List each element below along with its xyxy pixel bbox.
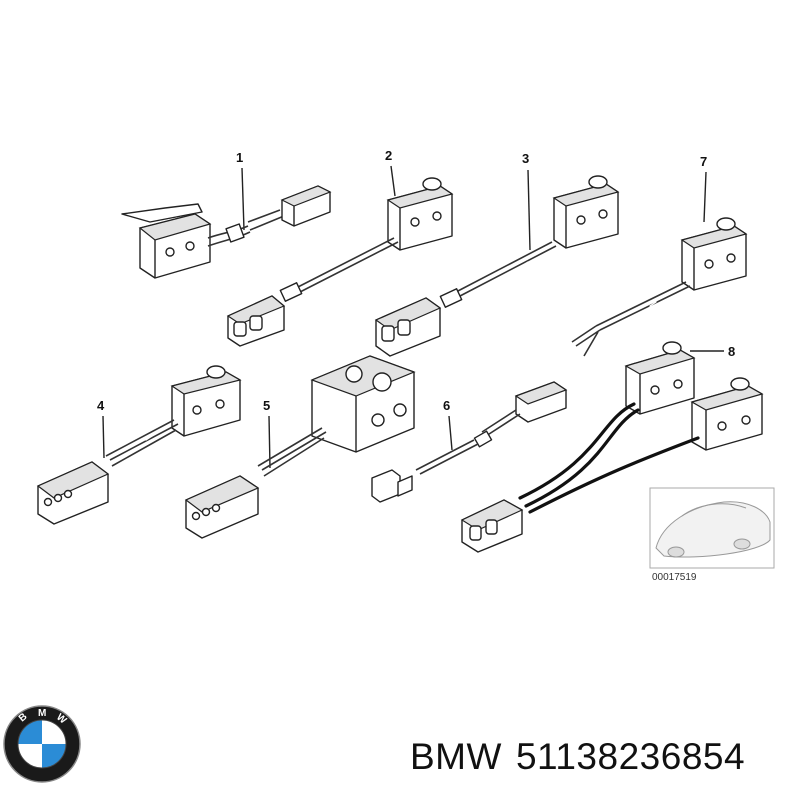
part-8-dual-switch-harness: 8 [460, 341, 764, 553]
part-number: 51138236854 [515, 736, 746, 777]
part-4-switch-assembly: 4 [36, 365, 242, 525]
callout-6: 6 [443, 398, 450, 413]
part-3-switch-assembly: 3 [374, 151, 620, 357]
callout-8: 8 [728, 344, 735, 359]
thumbnail-code: 00017519 [652, 572, 697, 583]
part-7-switch-assembly: 7 [571, 154, 748, 357]
logo-letter-m: M [38, 708, 46, 719]
callout-1: 1 [236, 150, 243, 165]
part-6-sensor-assembly: 6 [371, 381, 568, 503]
bmw-logo: B M W [3, 705, 81, 783]
callout-3: 3 [522, 151, 529, 166]
brand-part-number: BMW 51138236854 [410, 736, 759, 778]
part-5-switch-assembly: 5 [184, 355, 416, 539]
callout-2: 2 [385, 148, 392, 163]
callout-4: 4 [97, 398, 105, 413]
brand-name: BMW [410, 736, 502, 777]
vehicle-thumbnail: 00017519 [649, 487, 775, 583]
callout-5: 5 [263, 398, 270, 413]
part-1-switch-assembly: 1 [121, 150, 332, 279]
part-2-switch-assembly: 2 [226, 148, 454, 347]
callout-7: 7 [700, 154, 707, 169]
